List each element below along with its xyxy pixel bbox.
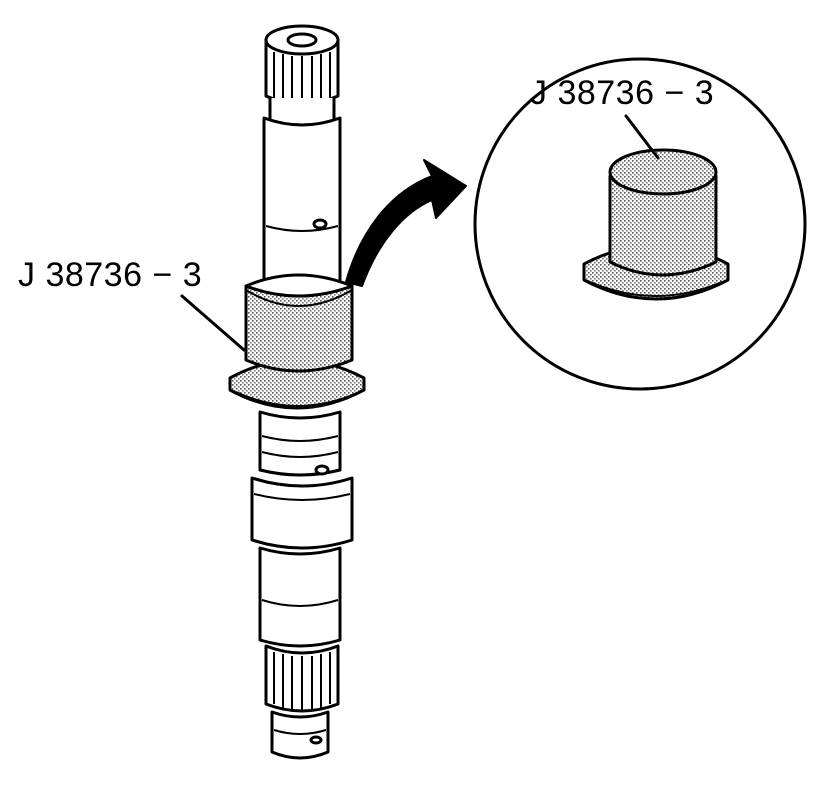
- shaft-lower-body: [250, 410, 354, 648]
- installer-tool-on-shaft: [228, 273, 366, 410]
- oil-hole-upper: [312, 218, 328, 230]
- shaft-upper-spline: [264, 24, 340, 107]
- detail-arrow: [345, 159, 467, 287]
- shaft-lower-spline: [264, 644, 340, 760]
- callout-tool-left: J 38736 − 3: [18, 256, 203, 294]
- shaft-upper-body: [262, 98, 342, 302]
- leader-line-left: [180, 294, 246, 352]
- installer-tool-detail: [582, 148, 730, 301]
- oil-hole-lower: [314, 464, 330, 476]
- callout-tool-detail: J 38736 − 3: [530, 74, 715, 112]
- leader-line-detail: [624, 114, 660, 160]
- detail-circle: [473, 57, 807, 391]
